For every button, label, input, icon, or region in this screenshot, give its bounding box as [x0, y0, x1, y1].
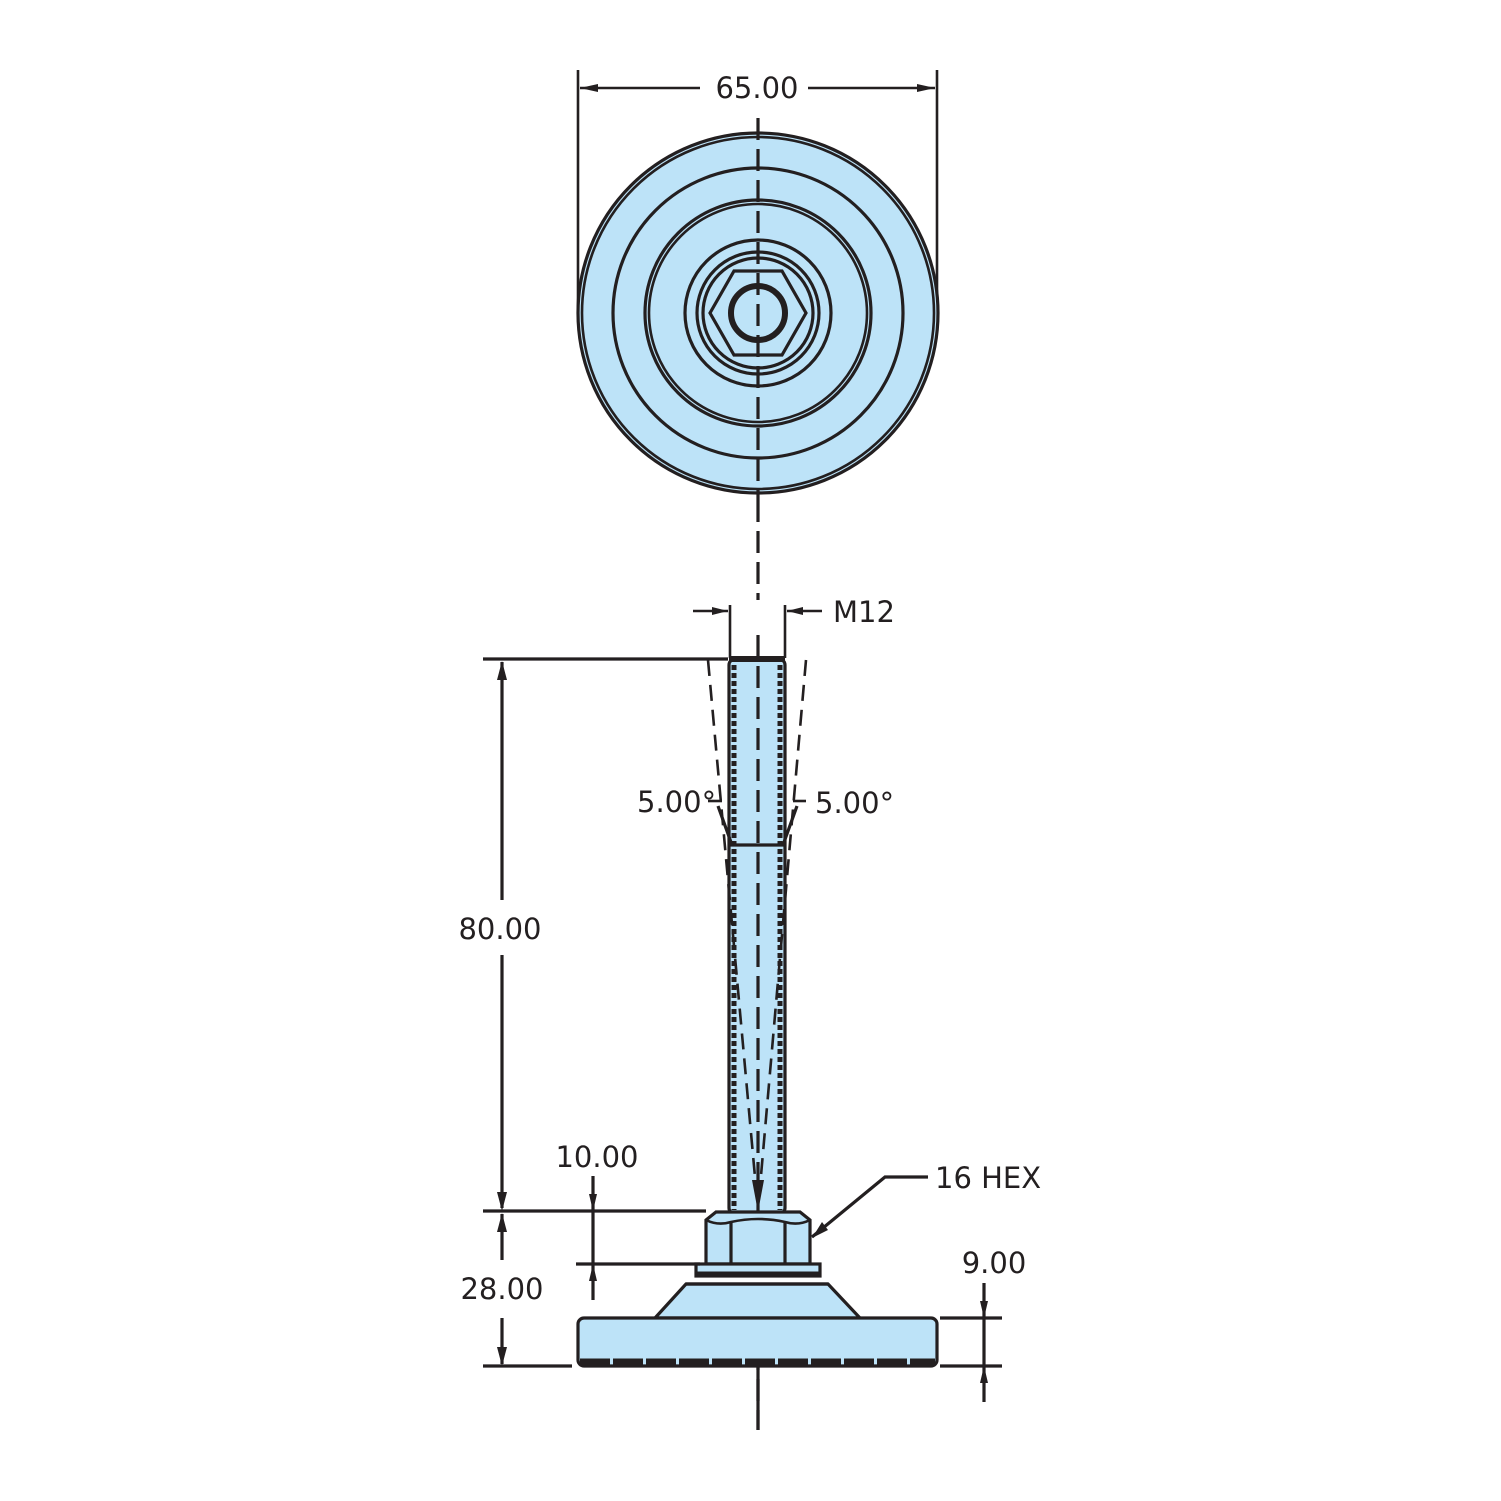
dim-tilt-right: 5.00° — [815, 786, 894, 820]
dim-pad-height: 9.00 — [962, 1246, 1027, 1280]
dim-stud-length: 80.00 — [458, 912, 541, 946]
dim-base-diameter: 65.00 — [715, 71, 798, 105]
dim-thread: M12 — [833, 595, 895, 629]
top-view — [576, 70, 940, 500]
dim-tilt-left: 5.00° — [637, 785, 716, 819]
dim-overall-base-height: 28.00 — [460, 1272, 543, 1306]
dim-hex-size: 16 HEX — [935, 1161, 1041, 1195]
dim-hex-height: 10.00 — [555, 1140, 638, 1174]
side-view — [483, 605, 1002, 1430]
